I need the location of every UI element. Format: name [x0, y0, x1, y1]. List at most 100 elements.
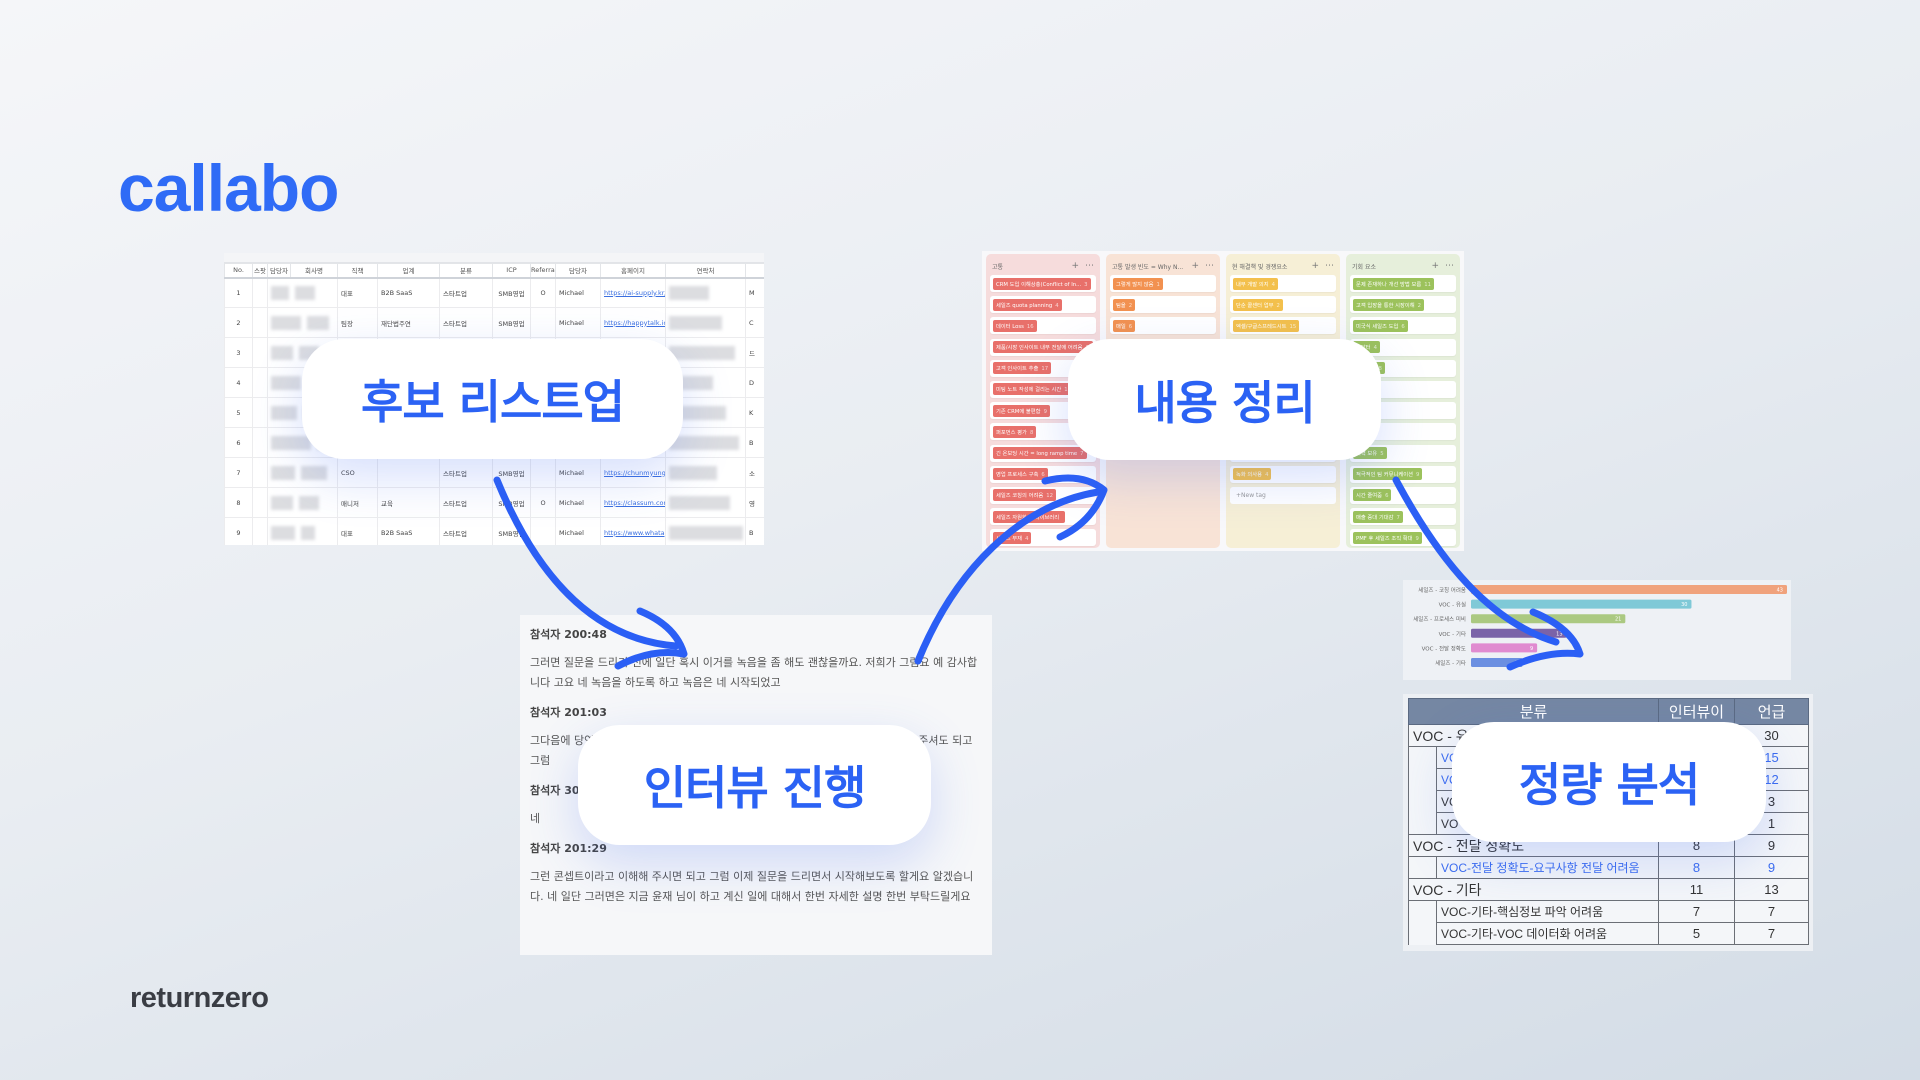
tag-label: 내부 개발 의지 — [1236, 281, 1269, 288]
column-header: 기회 요소+⋯ — [1350, 257, 1456, 275]
homepage-link[interactable]: https://happytalk.io — [604, 318, 666, 327]
column-header: ICP — [492, 263, 531, 279]
header-category: 분류 — [1407, 698, 1660, 725]
bar — [1471, 614, 1626, 624]
tag-count: 7 — [1080, 451, 1084, 457]
tag-count: 17 — [1041, 366, 1049, 373]
bar — [1471, 628, 1567, 638]
homepage-link[interactable]: https://chunmyung.com/ — [604, 468, 666, 477]
column-header: 홈페이지 — [600, 263, 666, 279]
industry-cell: B2B SaaS — [377, 277, 440, 308]
more-icon[interactable]: ⋯ — [1205, 261, 1214, 271]
type-cell: 스타트업 — [439, 277, 493, 308]
contact-cell-blurred — [665, 307, 746, 338]
tag-count: 2 — [1417, 302, 1422, 309]
blurred-company — [295, 285, 315, 300]
tag-count: 16 — [1026, 323, 1034, 330]
subcategory-cell: VOC-기타-VOC 데이터화 어려움 — [1435, 922, 1660, 945]
add-icon[interactable]: + — [1431, 261, 1439, 271]
bar-label: VOC - 전달 정확도 — [1422, 644, 1466, 652]
homepage-link[interactable]: https://ai-supply.kr/ — [604, 288, 666, 297]
tag-count: 9 — [1043, 408, 1047, 415]
spot-cell — [252, 427, 268, 458]
owner-cell-blurred — [267, 277, 338, 308]
header-interviewees: 인터뷰이 — [1658, 698, 1736, 725]
timestamp: 01:03 — [571, 706, 607, 719]
table-row: 7CSO스타트업SMB영업Michaelhttps://chunmyung.co… — [224, 457, 764, 488]
more-icon[interactable]: ⋯ — [1085, 261, 1094, 271]
plus-icon: + — [1236, 491, 1242, 499]
mention-count: 13 — [1734, 878, 1810, 901]
tag-count: 4 — [1373, 345, 1377, 352]
owner-cell-blurred — [267, 517, 338, 545]
referral-cell: O — [530, 487, 556, 518]
blurred-name — [271, 285, 289, 300]
industry-cell: 재단법주연 — [377, 307, 440, 338]
tag-label: 세일즈 quota planning — [996, 302, 1053, 309]
add-icon[interactable]: + — [1191, 261, 1199, 271]
indent-cell — [1408, 790, 1437, 813]
title-cell: 대표 — [337, 277, 378, 308]
homepage-cell: https://ai-supply.kr/ — [600, 277, 666, 308]
tag-count: 6 — [1128, 323, 1133, 330]
utterance-text: 그런 콘셉트이라고 이해해 주시면 되고 그럼 이제 질문을 드리면서 시작해보… — [530, 870, 974, 903]
add-icon[interactable]: + — [1311, 261, 1319, 271]
homepage-link[interactable]: https://classum.com/ko/ — [604, 498, 665, 507]
tag-label: 단순 콜센터 업무 — [1236, 302, 1274, 309]
more-icon[interactable]: ⋯ — [1445, 261, 1454, 271]
blurred-contact — [669, 465, 717, 480]
tag-count: 15 — [1289, 323, 1297, 330]
new-tag-label: New tag — [1241, 491, 1266, 499]
tag-card[interactable]: CRM 도입 이해상충(Conflict of In...3 — [990, 275, 1096, 292]
column-header: 회사명 — [290, 263, 338, 279]
new-tag-button[interactable]: + New tag — [1230, 486, 1336, 504]
tag-count: 9 — [1415, 472, 1420, 479]
more-icon[interactable]: ⋯ — [1325, 261, 1334, 271]
tag-count: 8 — [1378, 366, 1382, 373]
bar-label: 세일즈 - 코칭 어려움 — [1418, 586, 1466, 594]
add-icon[interactable]: + — [1071, 261, 1079, 271]
homepage-link[interactable]: https://www.whatap.io/ko — [604, 528, 665, 537]
tag-count: 2 — [1128, 302, 1133, 309]
returnzero-logo: returnzero — [130, 982, 269, 1014]
tag-label: 시간 줄여줌 — [1356, 493, 1383, 500]
column-title: 현 해결책 및 경쟁요소 — [1232, 263, 1288, 271]
bar-value: 30 — [1681, 602, 1687, 608]
blurred-name — [271, 315, 301, 330]
tag-card[interactable]: 세일즈 자원화 = 라이브러리 — [990, 508, 1096, 526]
title-cell: 매니저 — [337, 487, 378, 518]
row-number: 4 — [224, 367, 253, 398]
row-number: 9 — [224, 517, 253, 545]
speaker-line: 참석자 201:03 — [530, 703, 982, 723]
